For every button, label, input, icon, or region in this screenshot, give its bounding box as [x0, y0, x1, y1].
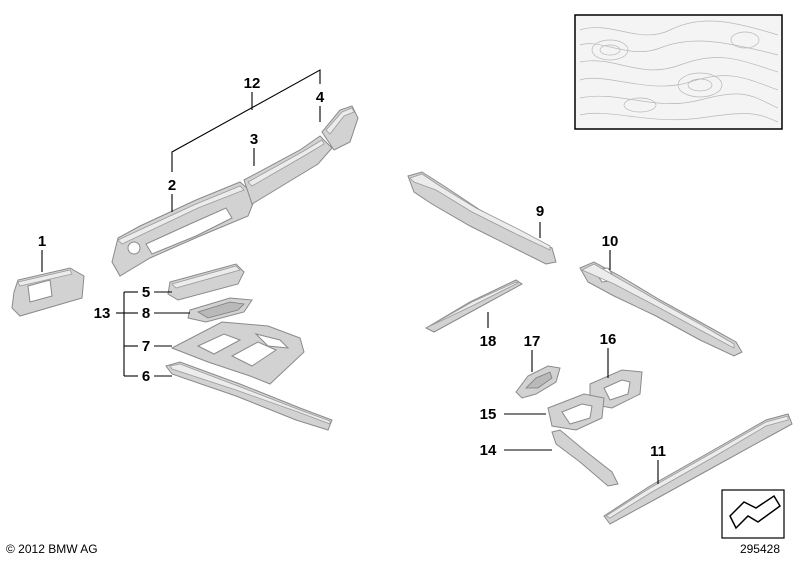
part-5-trim-strip — [167, 263, 245, 301]
part-4-dashboard-trim-right — [321, 105, 359, 151]
part-14-trim-piece — [551, 429, 619, 487]
part-15-switch-bezel — [547, 393, 605, 431]
callout-5: 5 — [142, 284, 150, 301]
callout-labels: 1 2 3 4 5 6 7 8 9 10 11 12 13 14 15 16 1… — [38, 75, 666, 460]
part-1-trim — [11, 267, 85, 317]
part-6-side-strip — [165, 361, 333, 431]
callout-3: 3 — [250, 131, 258, 148]
callout-7: 7 — [142, 338, 150, 355]
trim-texture-sample — [574, 14, 783, 130]
part-3-dashboard-trim-center — [243, 135, 333, 205]
callout-18: 18 — [480, 333, 497, 350]
callout-4: 4 — [316, 89, 325, 106]
callout-15: 15 — [480, 406, 497, 423]
part-11-sill-strip — [603, 413, 793, 525]
leader-lines — [41, 69, 659, 484]
callout-14: 14 — [480, 442, 497, 459]
callout-2: 2 — [168, 177, 176, 194]
part-8-trim-piece — [187, 297, 253, 323]
copyright-notice: © 2012 BMW AG — [6, 542, 98, 556]
callout-6: 6 — [142, 368, 150, 385]
callout-10: 10 — [602, 233, 619, 250]
callout-8: 8 — [142, 305, 150, 322]
callout-16: 16 — [600, 331, 617, 348]
callout-13: 13 — [94, 305, 111, 322]
part-18-strip — [424, 279, 523, 333]
part-9-door-trim — [407, 171, 557, 265]
diagram-number: 295428 — [739, 542, 780, 556]
part-17-handle-trim — [515, 365, 561, 399]
callout-1: 1 — [38, 233, 46, 250]
part-10-door-trim — [579, 261, 743, 357]
callout-12: 12 — [244, 75, 261, 92]
callout-11: 11 — [650, 443, 666, 460]
callout-17: 17 — [524, 333, 541, 350]
orientation-arrow-icon — [721, 489, 785, 539]
callout-9: 9 — [536, 203, 544, 220]
part-2-dashboard-trim-left — [111, 181, 257, 277]
part-7-console-trim — [170, 321, 305, 385]
